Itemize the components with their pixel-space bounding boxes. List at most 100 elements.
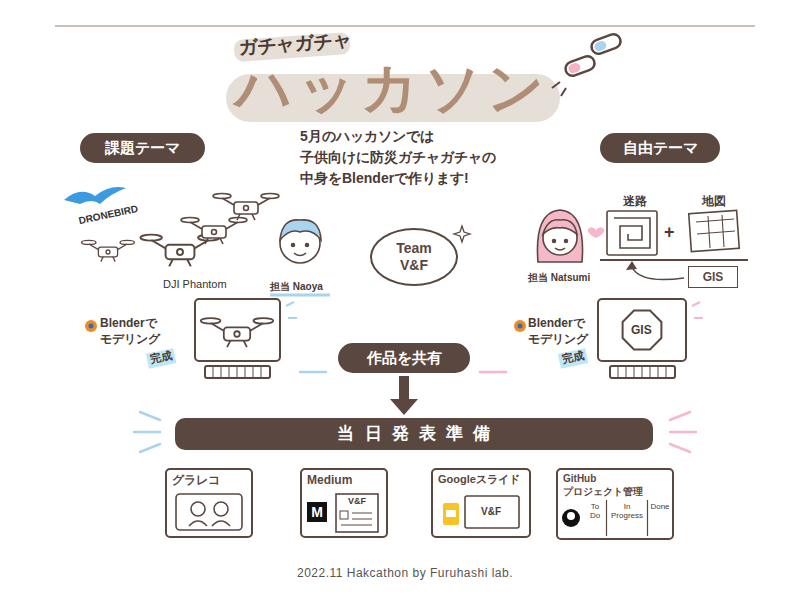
illustration-part <box>696 215 735 248</box>
drone-group <box>82 194 279 267</box>
monitor-right <box>598 299 703 378</box>
illustration-part <box>692 302 703 318</box>
node-text: 当日発表準備 <box>337 423 500 444</box>
illustration-part <box>89 324 94 329</box>
caption-text: 2022.11 Hakcathon by Furuhashi lab. <box>297 566 513 582</box>
node-text: 自由テーマ <box>623 139 698 158</box>
arrow-shaft <box>399 376 409 401</box>
illustration-part <box>518 324 523 329</box>
illustration-part <box>340 511 348 519</box>
illustration-part <box>336 494 378 532</box>
illustration-part <box>307 502 327 522</box>
illustration-part <box>280 220 321 240</box>
illustration-part <box>626 261 637 270</box>
illustration-part <box>590 32 623 55</box>
node-text: Medium <box>307 473 352 488</box>
member-name: 担当 Naoya <box>270 280 323 293</box>
item-name: 地図 <box>702 194 726 210</box>
illustration-part <box>564 54 597 77</box>
illustration-part <box>618 367 666 377</box>
member-name: 担当 Natsumi <box>528 271 590 284</box>
node-text: GIS <box>703 270 724 285</box>
illustration-part <box>565 240 568 243</box>
naoya-face <box>270 220 330 295</box>
illustration-part <box>514 320 526 332</box>
illustration-part <box>443 503 459 525</box>
illustration-part <box>543 220 577 234</box>
illustration-part <box>270 294 330 297</box>
illustration-part <box>189 521 230 526</box>
kanban-column: To Do <box>585 502 605 520</box>
illustration-part <box>213 194 279 221</box>
plus-sign: + <box>664 221 675 244</box>
illustration-part <box>146 348 177 368</box>
top-rule <box>55 25 755 27</box>
monitor-left <box>195 299 297 378</box>
accent-ticks <box>134 372 696 452</box>
illustration-part <box>590 32 623 55</box>
illustration-part <box>588 227 605 238</box>
gis-box: GIS <box>688 266 738 288</box>
illustration-part <box>341 513 372 525</box>
illustration-part <box>286 302 297 318</box>
prep-band: 当日発表準備 <box>175 418 653 450</box>
node-text: グラレコ <box>172 473 220 488</box>
illustration-part <box>205 366 270 378</box>
node-text: Team V&F <box>384 240 444 275</box>
team-oval: Team V&F <box>370 228 458 286</box>
tool-note: Blenderで モデリング <box>100 316 166 347</box>
illustration-part <box>607 500 648 536</box>
illustration-part <box>201 318 274 347</box>
tool-card: グラレコ <box>165 468 253 538</box>
logo-letter: M <box>307 502 327 522</box>
illustration-part <box>564 54 597 77</box>
node-text: 作品を共有 <box>367 349 442 368</box>
illustration-part <box>465 496 519 528</box>
illustration-part <box>614 218 650 248</box>
illustration-part <box>191 502 205 516</box>
tool-card: Medium <box>300 468 388 538</box>
arrow-head <box>390 399 418 415</box>
illustration-part <box>300 371 326 374</box>
part-name: DJI Phantom <box>163 277 227 291</box>
illustration-part <box>610 366 675 378</box>
illustration-part <box>213 367 261 377</box>
doc-text: V&F <box>348 496 366 508</box>
kanban-column: In Progress <box>608 502 646 520</box>
illustration-part <box>555 248 565 250</box>
share-band: 作品を共有 <box>338 343 470 373</box>
illustration-part <box>176 494 242 530</box>
illustration-part <box>134 412 160 452</box>
illustration-part <box>480 371 506 374</box>
illustration-part <box>607 211 657 255</box>
screen-text: GIS <box>631 323 652 339</box>
illustration-part <box>567 62 581 75</box>
theme-band: 課題テーマ <box>80 133 205 163</box>
illustration-part <box>553 240 556 243</box>
illustration-part <box>85 320 97 332</box>
item-name: 迷路 <box>623 194 647 210</box>
illustration-part <box>306 244 309 247</box>
illustration-part <box>689 210 740 251</box>
illustration-part <box>446 510 456 517</box>
illustration-part <box>600 259 748 261</box>
node-text: 課題テーマ <box>105 139 180 158</box>
card-icons <box>176 494 648 536</box>
illustration-part <box>562 509 580 527</box>
capsule-icon <box>552 32 622 96</box>
illustration-part <box>558 348 589 368</box>
node-text: プロジェクト管理 <box>563 486 643 499</box>
illustration-part <box>632 267 684 280</box>
tool-note: Blenderで モデリング <box>528 316 594 347</box>
sparkle <box>454 226 470 242</box>
illustration-part <box>598 299 686 361</box>
slide-text: V&F <box>481 505 501 518</box>
illustration-part <box>294 253 306 256</box>
illustration-part <box>552 82 566 96</box>
illustration-part <box>567 512 575 520</box>
illustration-part <box>214 502 228 516</box>
title-text: ハッカソン <box>235 60 550 116</box>
tool-card: Googleスライド <box>431 468 531 538</box>
note-text: 5月のハッカソンでは 子供向けに防災ガチャガチャの 中身をBlenderで作りま… <box>300 126 528 189</box>
